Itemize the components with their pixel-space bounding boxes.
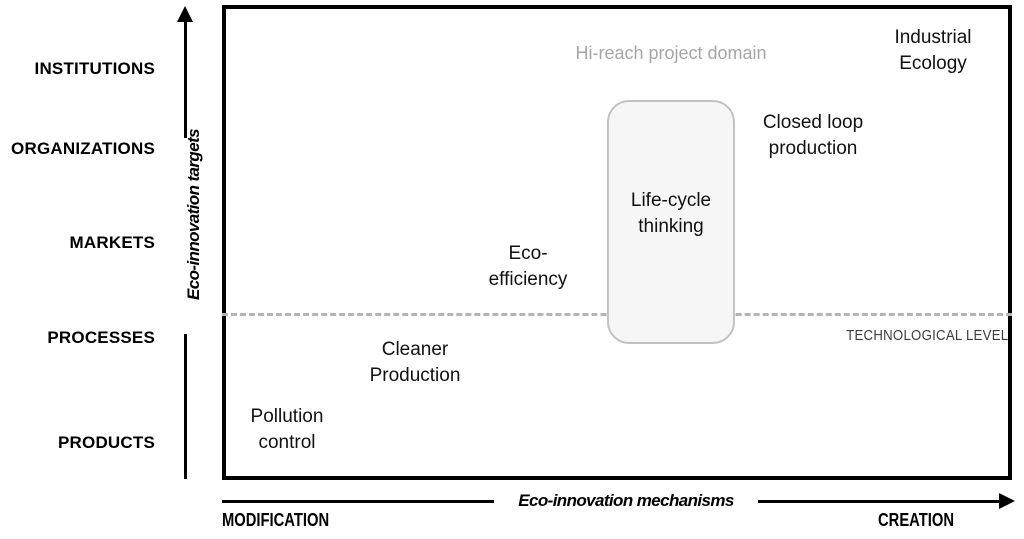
x-axis-start-label: MODIFICATION — [222, 510, 330, 530]
y-axis-title: Eco-innovation targets — [184, 129, 203, 300]
technological-level-label: TECHNOLOGICAL LEVEL — [845, 327, 1008, 344]
y-category-products: PRODUCTS — [58, 433, 155, 452]
concept-eco-efficiency: Eco- efficiency — [488, 243, 568, 290]
hi-reach-project-domain-box — [607, 100, 735, 344]
concept-life-cycle-thinking: Life-cycle thinking — [630, 190, 712, 237]
y-axis-arrow-icon — [177, 6, 193, 22]
y-axis-line-lower — [184, 334, 187, 479]
y-category-organizations: ORGANIZATIONS — [11, 139, 155, 158]
x-axis-title: Eco-innovation mechanisms — [494, 491, 758, 511]
y-axis-line-upper — [184, 20, 187, 138]
hi-reach-project-domain-caption: Hi-reach project domain — [575, 43, 767, 63]
concept-industrial-ecology: Industrial Ecology — [894, 27, 972, 74]
x-axis-arrow-icon — [999, 493, 1015, 509]
y-category-markets: MARKETS — [69, 233, 155, 252]
concept-cleaner-production: Cleaner Production — [369, 339, 461, 386]
y-category-institutions: INSTITUTIONS — [34, 59, 155, 78]
concept-closed-loop-production: Closed loop production — [762, 112, 864, 159]
y-category-processes: PROCESSES — [47, 328, 155, 347]
concept-pollution-control: Pollution control — [250, 406, 324, 453]
x-axis-end-label: CREATION — [878, 510, 954, 530]
